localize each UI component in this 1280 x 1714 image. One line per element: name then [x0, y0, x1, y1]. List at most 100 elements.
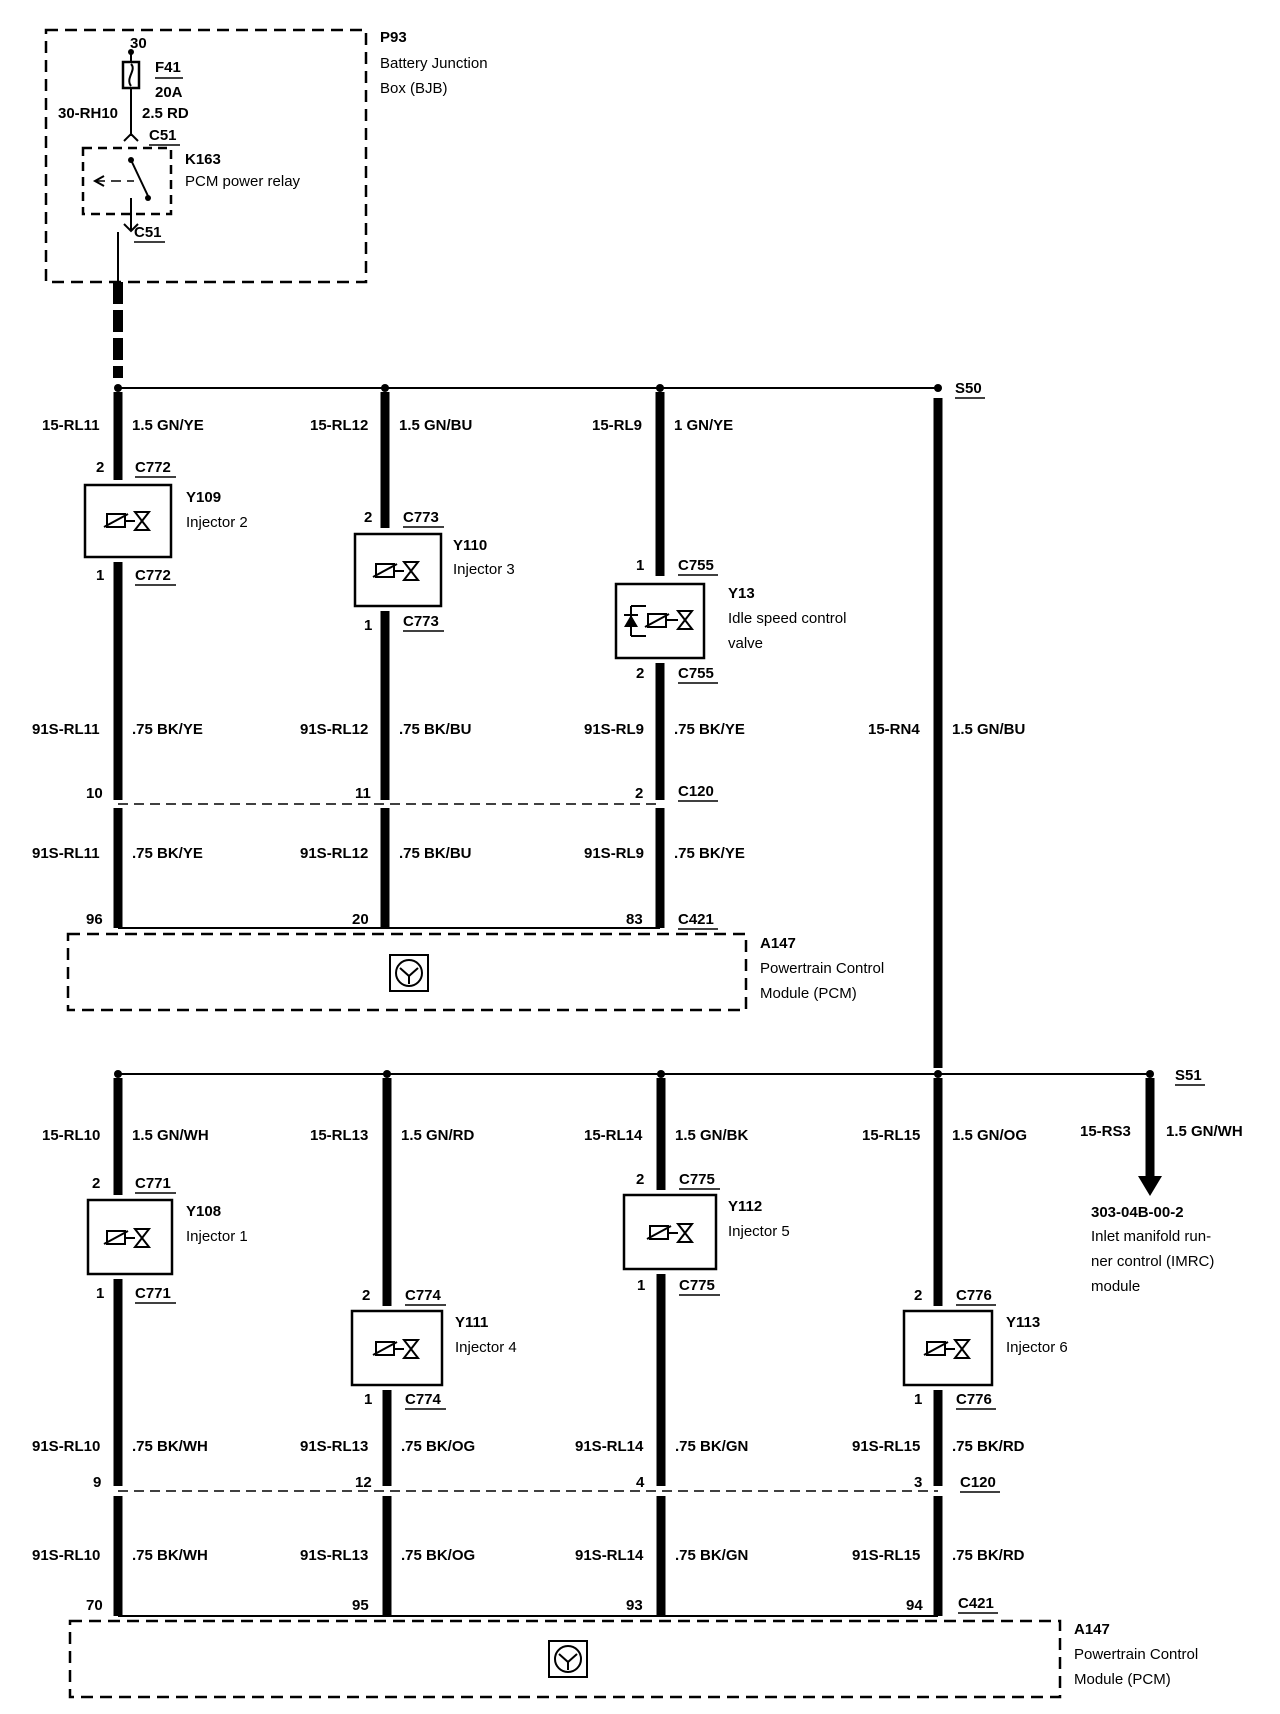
imrc-line3: module: [1091, 1278, 1140, 1295]
relay-name: PCM power relay: [185, 173, 301, 190]
pcm-circuit: 91S-RL11: [32, 845, 100, 862]
pcm-wire: .75 BK/GN: [675, 1547, 748, 1564]
pcm-circuit: 91S-RL13: [300, 1547, 368, 1564]
supply-circuit: 15-RL13: [310, 1127, 368, 1144]
ret-wire: .75 BK/YE: [674, 721, 745, 738]
pcm-circuit: 91S-RL9: [584, 845, 644, 862]
pin-top: 2: [362, 1287, 370, 1304]
ret-wire: .75 BK/WH: [132, 1438, 208, 1455]
row1-connector-c421: C421: [118, 911, 718, 930]
feed-circuit: 15-RN4: [868, 721, 920, 738]
ret-circuit: 91S-RL12: [300, 721, 368, 738]
pin-bottom: 1: [637, 1277, 645, 1294]
pin-top: 2: [364, 509, 372, 526]
splice-s50-label: S50: [955, 380, 982, 397]
relay-id: K163: [185, 151, 221, 168]
imrc-branch: 15-RS3 1.5 GN/WH 303-04B-00-2 Inlet mani…: [1080, 1078, 1243, 1295]
pcm-pin: 96: [86, 911, 103, 928]
fuse-rating: 20A: [155, 84, 183, 101]
row1-injector-2: 15-RL11 1.5 GN/YE 2 C772 Y109 Injector 2…: [32, 392, 248, 928]
pcm1-name-2: Module (PCM): [760, 985, 857, 1002]
pcm-wire: .75 BK/YE: [132, 845, 203, 862]
pin-top: 2: [92, 1175, 100, 1192]
c421-label: C421: [678, 911, 714, 928]
comp-name: Injector 3: [453, 561, 515, 578]
ret-circuit: 91S-RL15: [852, 1438, 920, 1455]
pcm1-name-1: Powertrain Control: [760, 960, 884, 977]
pin-bottom: 1: [364, 617, 372, 634]
imrc-circuit: 15-RS3: [1080, 1123, 1131, 1140]
c120-pin: 11: [355, 785, 371, 802]
pcm-pin: 70: [86, 1597, 103, 1614]
supply-wire: 1.5 GN/RD: [401, 1127, 475, 1144]
c120-pin: 2: [635, 785, 643, 802]
conn-top: C771: [135, 1175, 171, 1192]
ret-circuit: 91S-RL14: [575, 1438, 644, 1455]
pin-bottom: 1: [914, 1391, 922, 1408]
comp-id: Y111: [455, 1314, 488, 1331]
c120-pin: 10: [86, 785, 103, 802]
pcm-wire: .75 BK/WH: [132, 1547, 208, 1564]
conn-top: C776: [956, 1287, 992, 1304]
ret-wire: .75 BK/GN: [675, 1438, 748, 1455]
bjb-terminal: 30: [130, 35, 147, 52]
pcm-wire: .75 BK/YE: [674, 845, 745, 862]
pin-bottom: 1: [364, 1391, 372, 1408]
conn-top: C773: [403, 509, 439, 526]
pcm-pin: 93: [626, 1597, 643, 1614]
feed-wire-15-rn4: 15-RN4 1.5 GN/BU: [868, 398, 1025, 1068]
imrc-line2: ner control (IMRC): [1091, 1253, 1214, 1270]
pcm-circuit: 91S-RL10: [32, 1547, 100, 1564]
row2-injector-6: 15-RL15 1.5 GN/OG 2 C776 Y113 Injector 6…: [852, 1078, 1068, 1616]
battery-junction-box: P93 Battery Junction Box (BJB) 30 F41 20…: [44, 28, 488, 284]
pin-top: 2: [96, 459, 104, 476]
pcm-circuit: 91S-RL12: [300, 845, 368, 862]
splice-s51-label: S51: [1175, 1067, 1202, 1084]
row2-injector-1: 15-RL10 1.5 GN/WH 2 C771 Y108 Injector 1…: [32, 1078, 248, 1616]
comp-name: Injector 2: [186, 514, 248, 531]
pcm-wire: .75 BK/RD: [952, 1547, 1025, 1564]
comp-name: Injector 6: [1006, 1339, 1068, 1356]
supply-circuit: 15-RL14: [584, 1127, 643, 1144]
row2-injector-4: 15-RL13 1.5 GN/RD 2 C774 Y111 Injector 4…: [300, 1078, 517, 1616]
c120-label: C120: [960, 1474, 996, 1491]
comp-id: Y110: [453, 537, 487, 554]
conn-bottom: C773: [403, 613, 439, 630]
supply-circuit: 15-RL9: [592, 417, 642, 434]
supply-wire: 1.5 GN/BK: [675, 1127, 749, 1144]
ret-wire: .75 BK/OG: [401, 1438, 475, 1455]
pcm-circuit: 91S-RL14: [575, 1547, 644, 1564]
splice-s50-bus: S50: [114, 380, 985, 399]
pin-top: 1: [636, 557, 644, 574]
bjb-name-1: Battery Junction: [380, 55, 488, 72]
conn-bottom: C755: [678, 665, 714, 682]
supply-circuit: 15-RL10: [42, 1127, 100, 1144]
comp-id: Y108: [186, 1203, 221, 1220]
imrc-wire: 1.5 GN/WH: [1166, 1123, 1243, 1140]
supply-circuit: 15-RL11: [42, 417, 100, 434]
pcm-wire: .75 BK/BU: [399, 845, 472, 862]
pin-bottom: 2: [636, 665, 644, 682]
row1-connector-c120: C120: [118, 783, 718, 805]
feed-wire: 1.5 GN/BU: [952, 721, 1025, 738]
conn-bottom: C772: [135, 567, 171, 584]
supply-wire: 1.5 GN/OG: [952, 1127, 1027, 1144]
conn-bottom: C771: [135, 1285, 171, 1302]
pcm-pin: 94: [906, 1597, 923, 1614]
comp-name: Injector 4: [455, 1339, 517, 1356]
ret-wire: .75 BK/YE: [132, 721, 203, 738]
bjb-feed-wire: 2.5 RD: [142, 105, 189, 122]
pin-bottom: 1: [96, 567, 104, 584]
relay-conn-bottom: C51: [134, 224, 162, 241]
comp-name-2: valve: [728, 635, 763, 652]
conn-top: C774: [405, 1287, 442, 1304]
pcm-module-upper: A147 Powertrain Control Module (PCM): [66, 932, 884, 1012]
pcm1-id: A147: [760, 935, 796, 952]
c120-pin: 9: [93, 1474, 101, 1491]
ret-wire: .75 BK/BU: [399, 721, 472, 738]
relay-conn-top: C51: [149, 127, 177, 144]
supply-circuit: 15-RL12: [310, 417, 368, 434]
conn-top: C755: [678, 557, 714, 574]
comp-name: Injector 1: [186, 1228, 248, 1245]
pcm-circuit: 91S-RL15: [852, 1547, 920, 1564]
